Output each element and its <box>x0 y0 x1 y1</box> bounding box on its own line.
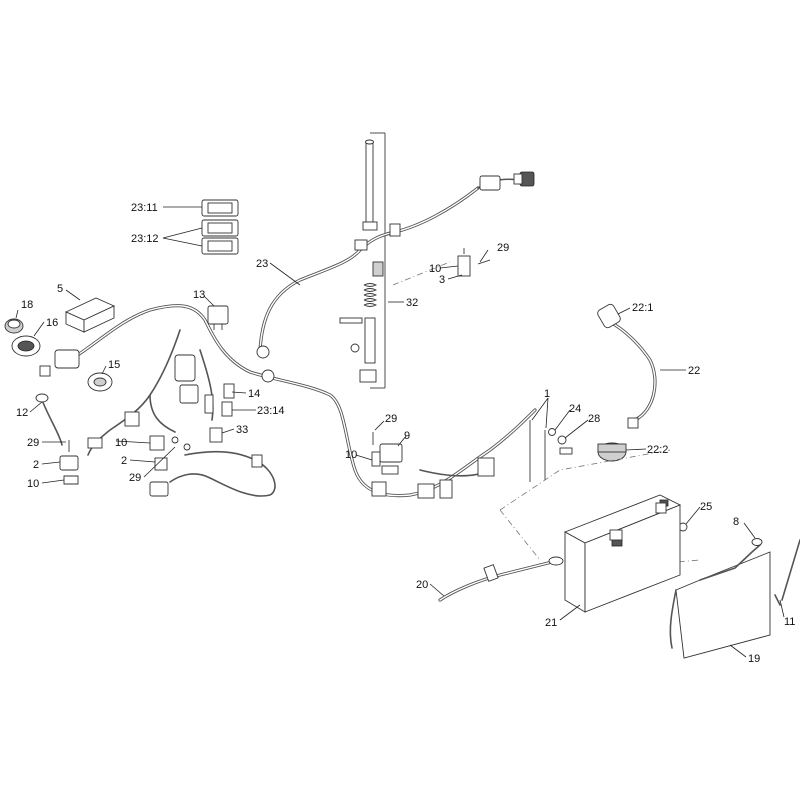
terminal-hardware <box>529 420 688 532</box>
callout-23-14: 23:14 <box>257 405 285 417</box>
callout-29-top: 29 <box>497 242 509 254</box>
callout-22-1: 22:1 <box>632 302 653 314</box>
module-9 <box>371 432 403 475</box>
callout-10-mid: 10 <box>115 437 127 449</box>
rod-11 <box>774 539 800 606</box>
callout-15: 15 <box>108 359 120 371</box>
callout-20: 20 <box>416 579 428 591</box>
callout-10-center: 10 <box>345 449 357 461</box>
callout-29-left: 29 <box>27 437 39 449</box>
callout-33: 33 <box>236 424 248 436</box>
connector-33 <box>149 427 263 497</box>
relay-holders <box>201 199 239 255</box>
callout-23-11: 23:11 <box>131 202 158 214</box>
callout-labels: 23:11 23:12 23 29 10 3 32 22:1 22 5 13 1… <box>16 202 795 665</box>
callout-22: 22 <box>688 365 700 377</box>
battery-21 <box>563 494 682 613</box>
harness-components <box>35 171 535 499</box>
callout-23: 23 <box>256 258 268 270</box>
callout-21: 21 <box>545 617 557 629</box>
callout-5: 5 <box>57 283 63 295</box>
relay-13 <box>207 305 229 330</box>
callout-8: 8 <box>733 516 739 528</box>
switch-15 <box>87 372 113 392</box>
callout-2-mid: 2 <box>121 455 127 467</box>
callout-9: 9 <box>404 430 410 442</box>
leader-lines <box>15 206 785 658</box>
callout-3: 3 <box>439 274 445 286</box>
callout-25: 25 <box>700 501 712 513</box>
bracket-10-3 <box>457 248 491 277</box>
callout-13: 13 <box>193 289 205 301</box>
callout-28: 28 <box>588 413 600 425</box>
hold-down-plate-19 <box>669 544 771 659</box>
cap-18 <box>4 318 24 334</box>
callout-14: 14 <box>248 388 260 400</box>
left-switch-assembly <box>59 435 191 485</box>
callout-12: 12 <box>16 407 28 419</box>
nut-8 <box>751 538 763 546</box>
callout-18: 18 <box>21 299 33 311</box>
callout-16: 16 <box>46 317 58 329</box>
callout-23-12: 23:12 <box>131 233 159 245</box>
rod-spring-assembly <box>339 139 384 383</box>
callout-24: 24 <box>569 403 581 415</box>
callout-29-center: 29 <box>385 413 397 425</box>
module-5 <box>64 297 116 333</box>
callout-1: 1 <box>544 388 550 400</box>
callout-2-left: 2 <box>33 459 39 471</box>
callout-10-left: 10 <box>27 478 39 490</box>
callout-22-2: 22:2 <box>647 444 668 456</box>
switch-14 <box>221 383 235 417</box>
callout-10-top: 10 <box>429 263 441 275</box>
key-switch-16 <box>11 335 80 377</box>
battery-cable-20 <box>438 556 564 602</box>
callout-32: 32 <box>406 297 418 309</box>
bracket-32 <box>370 132 386 389</box>
callout-29-bottom: 29 <box>129 472 141 484</box>
battery-cable-22 <box>597 303 657 462</box>
callout-19: 19 <box>748 653 760 665</box>
callout-11: 11 <box>784 616 795 628</box>
